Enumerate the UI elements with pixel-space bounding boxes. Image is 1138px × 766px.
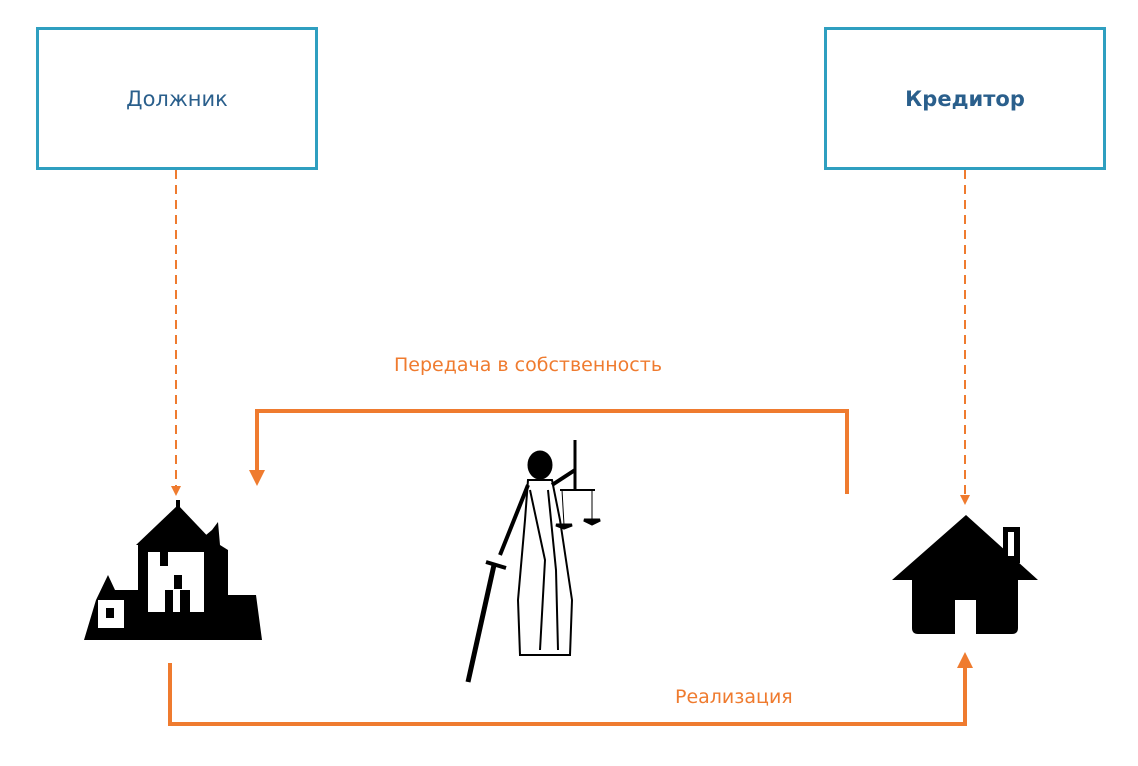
creditor-box: Кредитор [824, 27, 1106, 170]
transfer-label: Передача в собственность [394, 354, 663, 376]
debtor-label: Должник [126, 86, 228, 111]
arrowhead-icon [960, 495, 970, 505]
lady-justice-icon [465, 440, 601, 683]
sale-label: Реализация [675, 686, 793, 708]
sale-arrow [168, 663, 967, 726]
arrowhead-icon [957, 652, 973, 668]
arrowhead-icon [171, 486, 181, 496]
estate-icon [84, 500, 262, 640]
creditor-label: Кредитор [905, 86, 1025, 111]
house-icon [892, 515, 1038, 634]
arrowhead-icon [249, 470, 265, 486]
debtor-box: Должник [36, 27, 318, 170]
transfer-arrow [255, 409, 849, 494]
